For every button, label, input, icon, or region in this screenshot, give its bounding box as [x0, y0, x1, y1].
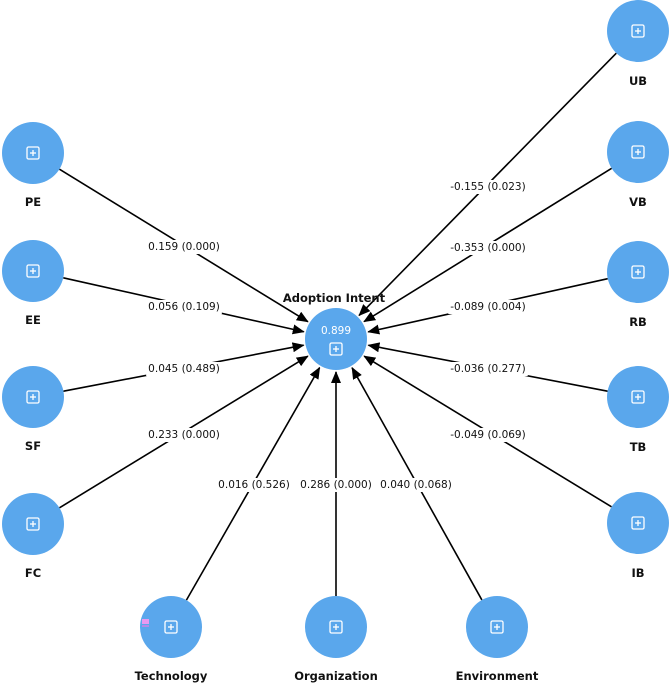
path-label-background: [448, 362, 528, 376]
path-coefficient-text: 0.286 (0.000): [300, 479, 372, 491]
path-label-background: [146, 362, 222, 376]
path-coefficient-text: -0.036 (0.277): [450, 363, 525, 375]
expand-icon[interactable]: [631, 265, 645, 279]
path-coefficient-text: 0.233 (0.000): [148, 429, 220, 441]
indicator-marker-icon: [142, 619, 149, 627]
expand-icon[interactable]: [164, 620, 178, 634]
node-environment[interactable]: Environment: [456, 596, 539, 683]
node-label: Environment: [456, 669, 539, 683]
expand-icon[interactable]: [631, 24, 645, 38]
node-label: FC: [25, 566, 41, 580]
expand-icon[interactable]: [631, 145, 645, 159]
path-coefficient-text: 0.040 (0.068): [380, 479, 452, 491]
path-label-rb: -0.089 (0.004): [448, 300, 528, 314]
path-label-technology: 0.016 (0.526): [216, 478, 292, 492]
path-label-background: [378, 478, 454, 492]
path-label-pe: 0.159 (0.000): [146, 240, 222, 254]
node-label: VB: [629, 195, 647, 209]
path-label-background: [448, 300, 528, 314]
path-label-background: [216, 478, 292, 492]
node-vb[interactable]: VB: [607, 121, 669, 209]
central-node-circle[interactable]: [305, 308, 367, 370]
path-label-background: [146, 428, 222, 442]
path-coefficient-text: 0.016 (0.526): [218, 479, 290, 491]
path-coefficient-text: 0.056 (0.109): [148, 301, 220, 313]
expand-icon[interactable]: [329, 342, 343, 356]
node-ee[interactable]: EE: [2, 240, 64, 327]
central-node-adoption-intent[interactable]: 0.899 Adoption Intent: [283, 291, 386, 370]
path-label-ib: -0.049 (0.069): [448, 428, 528, 442]
path-coefficient-text: 0.159 (0.000): [148, 241, 220, 253]
node-rb[interactable]: RB: [607, 241, 669, 329]
expand-icon[interactable]: [26, 517, 40, 531]
path-label-background: [448, 428, 528, 442]
node-label: Technology: [135, 669, 208, 683]
node-label: UB: [629, 74, 647, 88]
node-label: IB: [631, 566, 644, 580]
path-coefficient-text: -0.353 (0.000): [450, 242, 525, 254]
node-label: Organization: [294, 669, 378, 683]
path-coefficient-text: -0.089 (0.004): [450, 301, 525, 313]
expand-icon[interactable]: [26, 146, 40, 160]
path-label-background: [298, 478, 374, 492]
path-label-environment: 0.040 (0.068): [378, 478, 454, 492]
node-pe[interactable]: PE: [2, 122, 64, 209]
node-technology[interactable]: Technology: [135, 596, 208, 683]
node-label: SF: [25, 439, 41, 453]
central-r2-value: 0.899: [321, 325, 351, 337]
path-label-tb: -0.036 (0.277): [448, 362, 528, 376]
path-coefficient-text: 0.045 (0.489): [148, 363, 220, 375]
expand-icon[interactable]: [631, 390, 645, 404]
path-label-sf: 0.045 (0.489): [146, 362, 222, 376]
path-label-background: [146, 240, 222, 254]
path-label-background: [448, 180, 528, 194]
path-label-background: [448, 241, 528, 255]
node-tb[interactable]: TB: [607, 366, 669, 454]
path-label-vb: -0.353 (0.000): [448, 241, 528, 255]
path-label-ub: -0.155 (0.023): [448, 180, 528, 194]
node-label: PE: [25, 195, 41, 209]
node-label: EE: [25, 313, 41, 327]
central-node-label: Adoption Intent: [283, 291, 386, 305]
path-label-background: [146, 300, 222, 314]
expand-icon[interactable]: [631, 516, 645, 530]
node-label: RB: [629, 315, 647, 329]
node-label: TB: [630, 440, 647, 454]
node-ub[interactable]: UB: [607, 0, 669, 88]
node-fc[interactable]: FC: [2, 493, 64, 580]
path-label-organization: 0.286 (0.000): [298, 478, 374, 492]
path-coefficient-text: -0.155 (0.023): [450, 181, 525, 193]
expand-icon[interactable]: [329, 620, 343, 634]
expand-icon[interactable]: [26, 264, 40, 278]
path-label-ee: 0.056 (0.109): [146, 300, 222, 314]
expand-icon[interactable]: [26, 390, 40, 404]
expand-icon[interactable]: [490, 620, 504, 634]
node-organization[interactable]: Organization: [294, 596, 378, 683]
path-labels-layer: 0.159 (0.000) 0.056 (0.109) 0.045 (0.489) 0…: [146, 180, 528, 492]
node-ib[interactable]: IB: [607, 492, 669, 580]
path-label-fc: 0.233 (0.000): [146, 428, 222, 442]
node-sf[interactable]: SF: [2, 366, 64, 453]
path-coefficient-text: -0.049 (0.069): [450, 429, 525, 441]
